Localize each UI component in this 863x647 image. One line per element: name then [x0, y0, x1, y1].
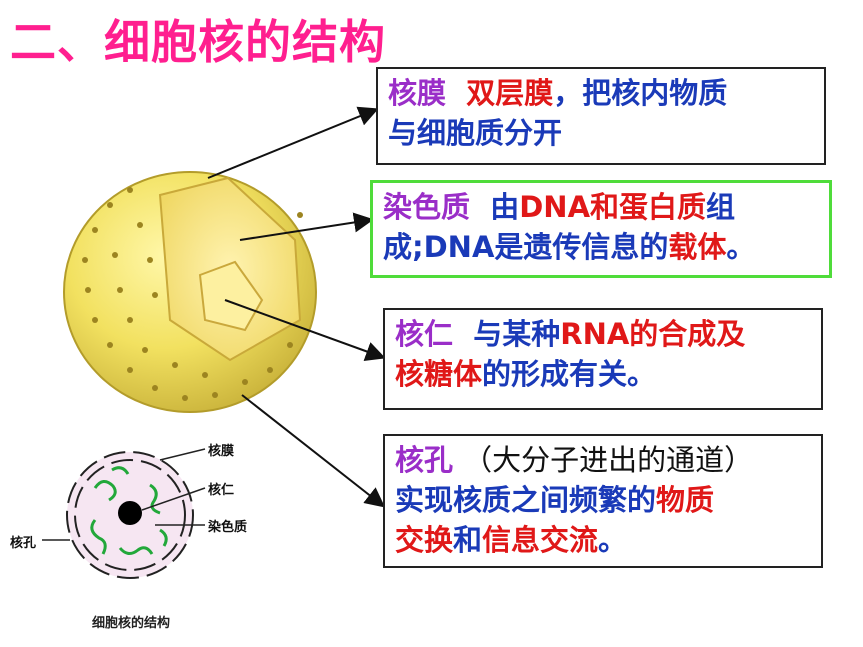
- label-nucleolus: 核仁: [208, 483, 235, 498]
- chromatin-desc-3: 组: [706, 190, 736, 224]
- pore-desc-4: 交换: [395, 523, 454, 557]
- nucleus-illustration: [63, 171, 317, 413]
- arrow-chromatin: [239, 212, 374, 241]
- pore-desc-5: 和: [453, 523, 483, 557]
- nucleolus-term: 核仁: [395, 317, 454, 351]
- chromatin-desc-4: 成;DNA是遗传信息的: [383, 230, 669, 264]
- nucleolus-desc-2: RNA的合成及: [560, 317, 746, 351]
- membrane-term: 核膜: [388, 76, 447, 110]
- chromatin-desc-6: 。: [726, 230, 756, 264]
- membrane-desc-3: 与细胞质分开: [388, 116, 563, 150]
- chromatin-desc-1: 由: [490, 190, 520, 224]
- chromatin-desc-2: DNA和蛋白质: [519, 190, 707, 224]
- membrane-desc-2: ，把核内物质: [553, 76, 728, 110]
- label-pore: 核孔: [10, 536, 37, 551]
- pore-term: 核孔: [395, 443, 454, 477]
- pore-box: 核孔 （大分子进出的通道） 实现核质之间频繁的物质 交换和信息交流。: [383, 434, 823, 568]
- nucleolus-desc-4: 的形成有关。: [482, 357, 657, 391]
- label-membrane: 核膜: [208, 444, 235, 459]
- chromatin-term: 染色质: [383, 190, 471, 224]
- pore-desc-7: 。: [598, 523, 628, 557]
- page-title: 二、细胞核的结构: [10, 15, 386, 69]
- chromatin-box: 染色质 由DNA和蛋白质组 成;DNA是遗传信息的载体。: [370, 180, 832, 278]
- diagram-caption: 细胞核的结构: [92, 616, 171, 631]
- arrow-nucleolus: [224, 299, 386, 361]
- membrane-box: 核膜 双层膜，把核内物质 与细胞质分开: [376, 67, 826, 165]
- pore-desc-2: 实现核质之间频繁的: [395, 483, 657, 517]
- nucleolus-box: 核仁 与某种RNA的合成及 核糖体的形成有关。: [383, 308, 823, 410]
- arrow-membrane: [207, 106, 379, 179]
- pore-desc-6: 信息交流: [482, 523, 599, 557]
- pore-desc-3: 物质: [656, 483, 715, 517]
- label-chromatin: 染色质: [208, 520, 248, 535]
- small-nucleus-schematic: [42, 448, 206, 579]
- arrow-pore: [241, 394, 386, 508]
- pore-desc-1: （大分子进出的通道）: [463, 443, 754, 477]
- nucleolus-desc-1: 与某种: [473, 317, 561, 351]
- nucleolus-desc-3: 核糖体: [395, 357, 483, 391]
- membrane-desc-1: 双层膜: [466, 76, 554, 110]
- chromatin-desc-5: 载体: [668, 230, 727, 264]
